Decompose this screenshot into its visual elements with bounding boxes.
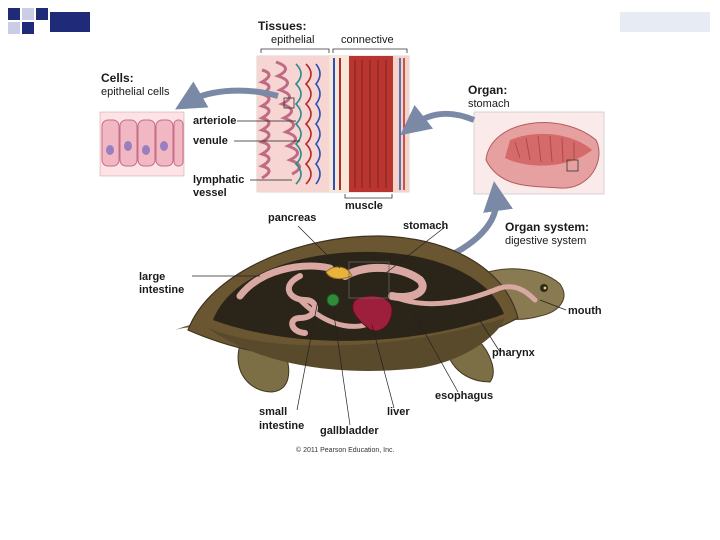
large-intestine-label-line1: large <box>139 271 166 283</box>
arrow-organ-to-tissues <box>400 104 476 136</box>
turtle-illustration <box>175 235 565 393</box>
pharynx-label: pharynx <box>492 347 535 359</box>
digestive-system-label: digestive system <box>505 235 587 247</box>
mouth-label: mouth <box>568 305 602 317</box>
epithelial-cells-label: epithelial cells <box>101 86 170 98</box>
organ-stomach-label: stomach <box>468 98 510 110</box>
epithelial-cells-panel <box>99 111 185 177</box>
large-intestine-label-line2: intestine <box>139 284 185 296</box>
arteriole-label: arteriole <box>193 115 237 127</box>
pancreas-label: pancreas <box>268 212 317 224</box>
muscle-label: muscle <box>345 200 383 212</box>
tissues-heading: Tissues: <box>258 19 307 33</box>
stomach-organ-panel <box>473 111 605 195</box>
leader-lines <box>192 120 567 426</box>
small-intestine-label-line1: small <box>259 406 288 418</box>
epithelial-label: epithelial <box>271 34 315 46</box>
copyright-credit: © 2011 Pearson Education, Inc. <box>296 447 395 454</box>
gallbladder-label: gallbladder <box>320 425 379 437</box>
lymphatic-label-line2: vessel <box>193 187 227 199</box>
stomach-label: stomach <box>403 220 449 232</box>
esophagus-label: esophagus <box>435 390 494 402</box>
organ-system-heading: Organ system: <box>505 220 590 234</box>
cells-heading: Cells: <box>101 71 134 85</box>
organ-heading: Organ: <box>468 83 508 97</box>
liver-label: liver <box>387 406 410 418</box>
connective-label: connective <box>341 34 394 46</box>
small-intestine-label-line2: intestine <box>259 420 305 432</box>
venule-label: venule <box>193 135 228 147</box>
lymphatic-label-line1: lymphatic <box>193 174 245 186</box>
tissues-panel <box>256 48 410 199</box>
arrow-tissues-to-cells <box>175 81 279 110</box>
